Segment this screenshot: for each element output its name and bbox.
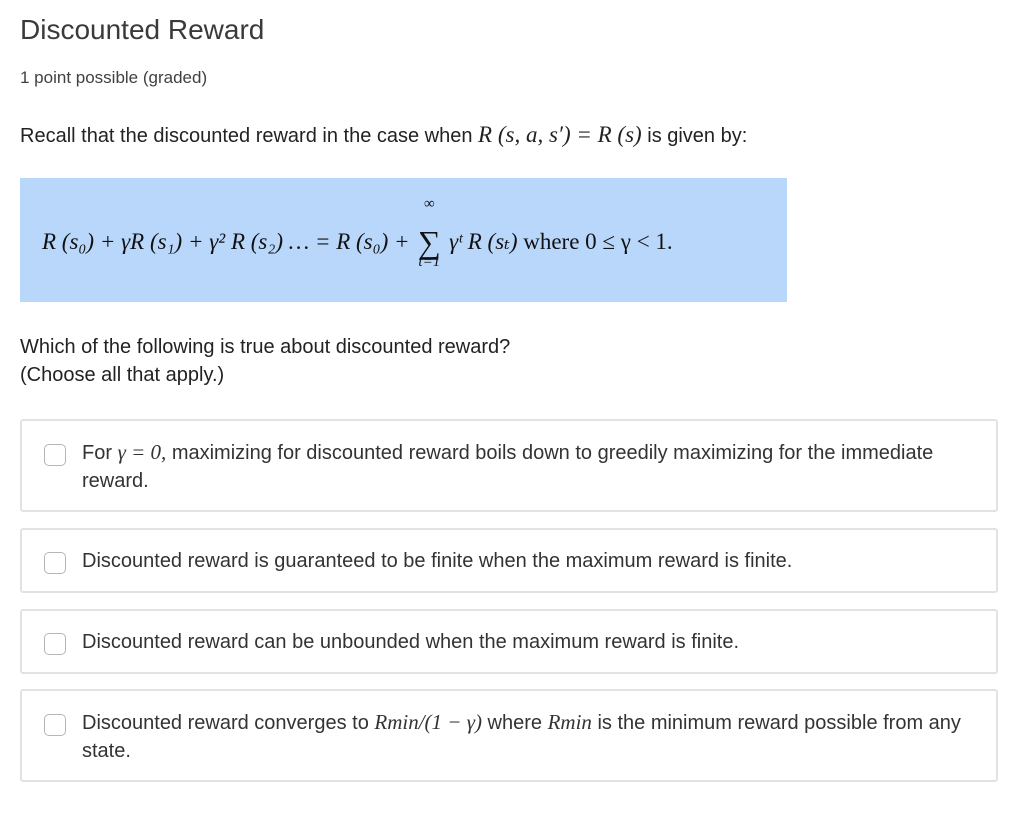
sum-lower-limit: t=1 (418, 254, 441, 270)
option-1-checkbox[interactable] (44, 444, 66, 466)
sum-upper-limit: ∞ (423, 196, 435, 212)
option-1-text: maximizing for discounted reward boils d… (82, 442, 934, 492)
option-1[interactable]: For γ = 0, maximizing for discounted rew… (20, 419, 998, 512)
question-text: Which of the following is true about dis… (20, 333, 510, 389)
option-4-text: is the minimum reward possible from any … (82, 712, 961, 762)
intro-text: Recall that the discounted reward in the… (20, 122, 747, 148)
discounted-reward-formula: R (s₀) + γR (s₁) + γ² R (s₂) … = R (s₀) … (42, 196, 673, 270)
option-2-label: Discounted reward is guaranteed to be fi… (82, 550, 793, 572)
intro-before: Recall that the discounted reward in the… (20, 125, 479, 147)
formula-where: where 0 ≤ γ < 1. (517, 229, 673, 254)
formula-term: γᵗ R (sₜ) (449, 229, 518, 254)
option-4-checkbox[interactable] (44, 714, 66, 736)
option-1-label: For γ = 0, maximizing for discounted rew… (82, 438, 966, 495)
option-1-prefix: For (82, 442, 118, 464)
option-3-checkbox[interactable] (44, 633, 66, 655)
option-2-checkbox[interactable] (44, 552, 66, 574)
summation: ∞ ∑ t=1 (415, 196, 443, 270)
option-2[interactable]: Discounted reward is guaranteed to be fi… (20, 528, 998, 593)
option-4-math: Rmin/(1 − γ) (374, 710, 482, 734)
problem-title: Discounted Reward (20, 14, 265, 45)
intro-math: R (s, a, s′) = R (s) (478, 122, 642, 147)
option-4-math2: Rmin (547, 710, 592, 734)
sum-symbol: ∑ (417, 224, 441, 260)
question-line-1: Which of the following is true about dis… (20, 336, 511, 358)
option-3-label: Discounted reward can be unbounded when … (82, 631, 740, 653)
option-4[interactable]: Discounted reward converges to Rmin/(1 −… (20, 689, 998, 782)
option-4-middle: where (481, 712, 548, 734)
question-line-2: (Choose all that apply.) (20, 364, 225, 386)
points-label: 1 point possible (graded) (20, 68, 208, 87)
option-4-label: Discounted reward converges to Rmin/(1 −… (82, 708, 966, 765)
option-4-prefix: Discounted reward converges to (82, 712, 375, 734)
formula-lhs: R (s₀) + γR (s₁) + γ² R (s₂) … = R (s₀) … (42, 229, 416, 254)
intro-after: is given by: (641, 125, 748, 147)
formula-box: R (s₀) + γR (s₁) + γ² R (s₂) … = R (s₀) … (20, 178, 787, 302)
option-3[interactable]: Discounted reward can be unbounded when … (20, 609, 998, 674)
option-1-math: γ = 0, (117, 440, 167, 464)
